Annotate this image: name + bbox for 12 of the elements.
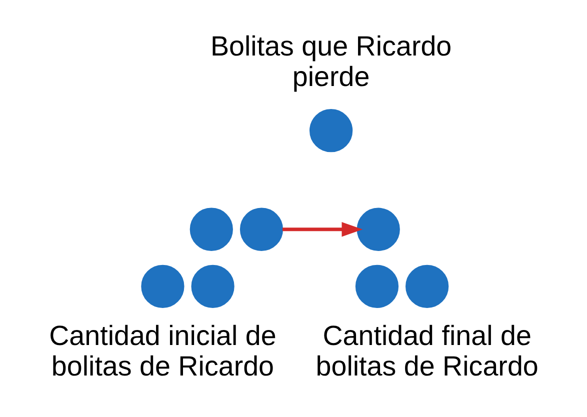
node-circle <box>190 208 233 251</box>
node-text: Bolitas que Ricardo pierde <box>210 30 452 92</box>
node-circle <box>406 264 449 308</box>
node-circle <box>191 264 234 308</box>
node-text: Cantidad final de bolitas de Ricardo <box>316 320 538 382</box>
node-circle <box>310 109 353 152</box>
node-circle <box>240 208 284 251</box>
arrow <box>282 222 363 237</box>
node-text: Cantidad inicial de bolitas de Ricardo <box>49 320 276 382</box>
node-circle <box>355 264 399 308</box>
node-circle <box>356 208 400 251</box>
node-circle <box>141 264 184 308</box>
